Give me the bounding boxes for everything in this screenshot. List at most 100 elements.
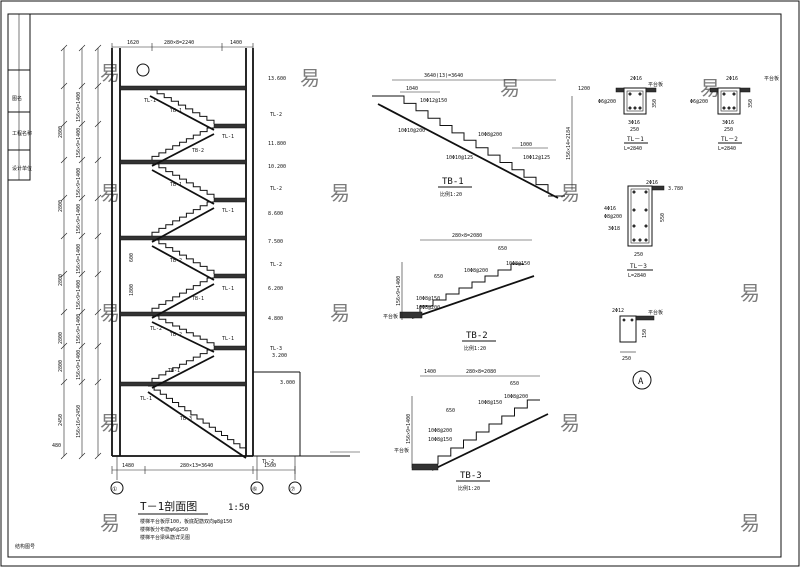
- flight-slab: [151, 355, 215, 389]
- slab-label: TB-1: [192, 296, 204, 302]
- tl3-side-bars: 4Φ16: [604, 206, 616, 212]
- slab-label: TB-1: [170, 182, 182, 188]
- tl3-length: L=2840: [628, 273, 646, 279]
- tl3-outline: [627, 185, 653, 247]
- bottom-dim: 1480: [122, 463, 134, 469]
- watermark-glyph: 易: [330, 181, 350, 205]
- tb1-dim: 1040: [406, 86, 418, 92]
- dimension-tick: [94, 270, 102, 278]
- tl1-name: TL－1: [627, 136, 644, 143]
- tl3-elevation: 3.780: [668, 186, 683, 192]
- watermark-glyph: 易: [100, 511, 120, 535]
- tb1-title: TB-1: [442, 177, 464, 187]
- storey-height: 2800: [58, 126, 64, 138]
- section-callout-circle: [136, 63, 150, 77]
- dimension-tick: [78, 82, 86, 90]
- tb3-side-label: 平台板: [394, 447, 409, 454]
- tb2-rebar: 10Φ8@200: [416, 305, 440, 311]
- tb1-rebar: 10Φ12@150: [420, 98, 447, 104]
- elevation-label: 7.500: [268, 239, 283, 245]
- floor-slab: [119, 235, 247, 241]
- tl1-note: 平台板: [648, 81, 663, 88]
- watermark-glyph: 易: [100, 411, 120, 435]
- tb2-step-profile: [419, 263, 524, 312]
- detail-callout-label: A: [638, 377, 644, 387]
- dimension-tick: [94, 308, 102, 316]
- tb1-step-profile: [392, 95, 549, 192]
- tl2-stirrup: Φ6@200: [690, 99, 708, 105]
- tl3-bottom-bars: 3Φ18: [608, 226, 620, 232]
- landing-slab: [213, 273, 247, 279]
- beam-label: TL-1: [140, 396, 152, 402]
- tb2-height-dim: 156×9=1400: [396, 276, 402, 306]
- slab-label: TB-2: [170, 332, 182, 338]
- flight-slab: [151, 283, 215, 319]
- beam-label: TL-1: [222, 208, 234, 214]
- storey-height: 2800: [58, 200, 64, 212]
- elevation-label: 8.600: [268, 211, 283, 217]
- watermark-glyph: 易: [500, 76, 520, 100]
- axis-label: ⑦: [290, 486, 295, 493]
- side-mark: 480: [52, 443, 61, 449]
- top-dim: 280×8=2240: [164, 40, 194, 46]
- dimension-tick: [60, 44, 68, 52]
- tb1-height-dim: 156×14=2184: [566, 127, 572, 160]
- beam-label: TL-1: [222, 336, 234, 342]
- tl2-width: 250: [724, 127, 733, 133]
- dimension-tick: [78, 342, 86, 350]
- small-section-outline: [619, 315, 637, 343]
- flight-slab: [151, 133, 215, 167]
- flight-height: 156×9=1400: [76, 204, 82, 234]
- elevation-label: 11.800: [268, 141, 286, 147]
- landing-slab: [213, 123, 247, 129]
- title-block-label-3: 设计单位: [12, 165, 32, 172]
- flight-steps: [152, 163, 215, 198]
- dimension-tick: [60, 82, 68, 90]
- dimension-tick: [78, 156, 86, 164]
- floor-slab: [119, 85, 247, 91]
- watermark-glyph: 易: [100, 301, 120, 325]
- flight-height: 156×9=1400: [76, 92, 82, 122]
- tb3-title: TB-3: [460, 471, 482, 481]
- axis-label: ①: [112, 486, 117, 493]
- tl3-stirrup: Φ8@200: [604, 214, 622, 220]
- stair-flights: [147, 89, 247, 459]
- flight-steps: [150, 89, 215, 124]
- axis-bubble: [250, 481, 264, 495]
- dimension-tick: [78, 270, 86, 278]
- tl3-name: TL－3: [630, 263, 647, 270]
- sheet-inner-border: [7, 13, 782, 558]
- section-scale: 1:50: [228, 503, 250, 513]
- axis-bubble: [110, 481, 124, 495]
- tb1-scale: 比例1:20: [440, 191, 462, 198]
- tb1-detail: 3640(13)=3640 156×14=2184 1040 1000 1200…: [372, 73, 590, 199]
- watermark-glyph: 易: [560, 181, 580, 205]
- detail-callout-circle: [632, 370, 652, 390]
- side-mark: 600: [129, 253, 135, 262]
- flight-height: 156×9=1400: [76, 128, 82, 158]
- dimension-tick: [94, 342, 102, 350]
- tb1-span-dim: 3640(13)=3640: [424, 73, 463, 79]
- beam-label: TL-2: [270, 262, 282, 268]
- flight-height: 156×9=1400: [76, 244, 82, 274]
- dimension-tick: [78, 232, 86, 240]
- slab-label: TB-3: [180, 416, 192, 422]
- section-note: 楼梯平台板厚100，板底配筋双向φ8@150: [140, 518, 232, 525]
- elevation-label: 3.200: [272, 353, 287, 359]
- tl3-width: 250: [634, 252, 643, 258]
- tb1-dim: 1200: [578, 86, 590, 92]
- tb3-rebar: 10Φ8@200: [504, 394, 528, 400]
- sheet-footer-note: 结构图号: [15, 543, 35, 550]
- tb2-rebar: 10Φ8@150: [416, 296, 440, 302]
- tb2-title: TB-2: [466, 331, 488, 341]
- watermark-glyph: 易: [740, 511, 760, 535]
- watermark-glyph: 易: [300, 66, 320, 90]
- watermark-glyph: 易: [100, 181, 120, 205]
- flight-height: 156×9=1400: [76, 314, 82, 344]
- flight-steps: [152, 239, 215, 274]
- tl1-outline: [623, 87, 647, 115]
- dimension-tick: [94, 120, 102, 128]
- dimension-tick: [60, 308, 68, 316]
